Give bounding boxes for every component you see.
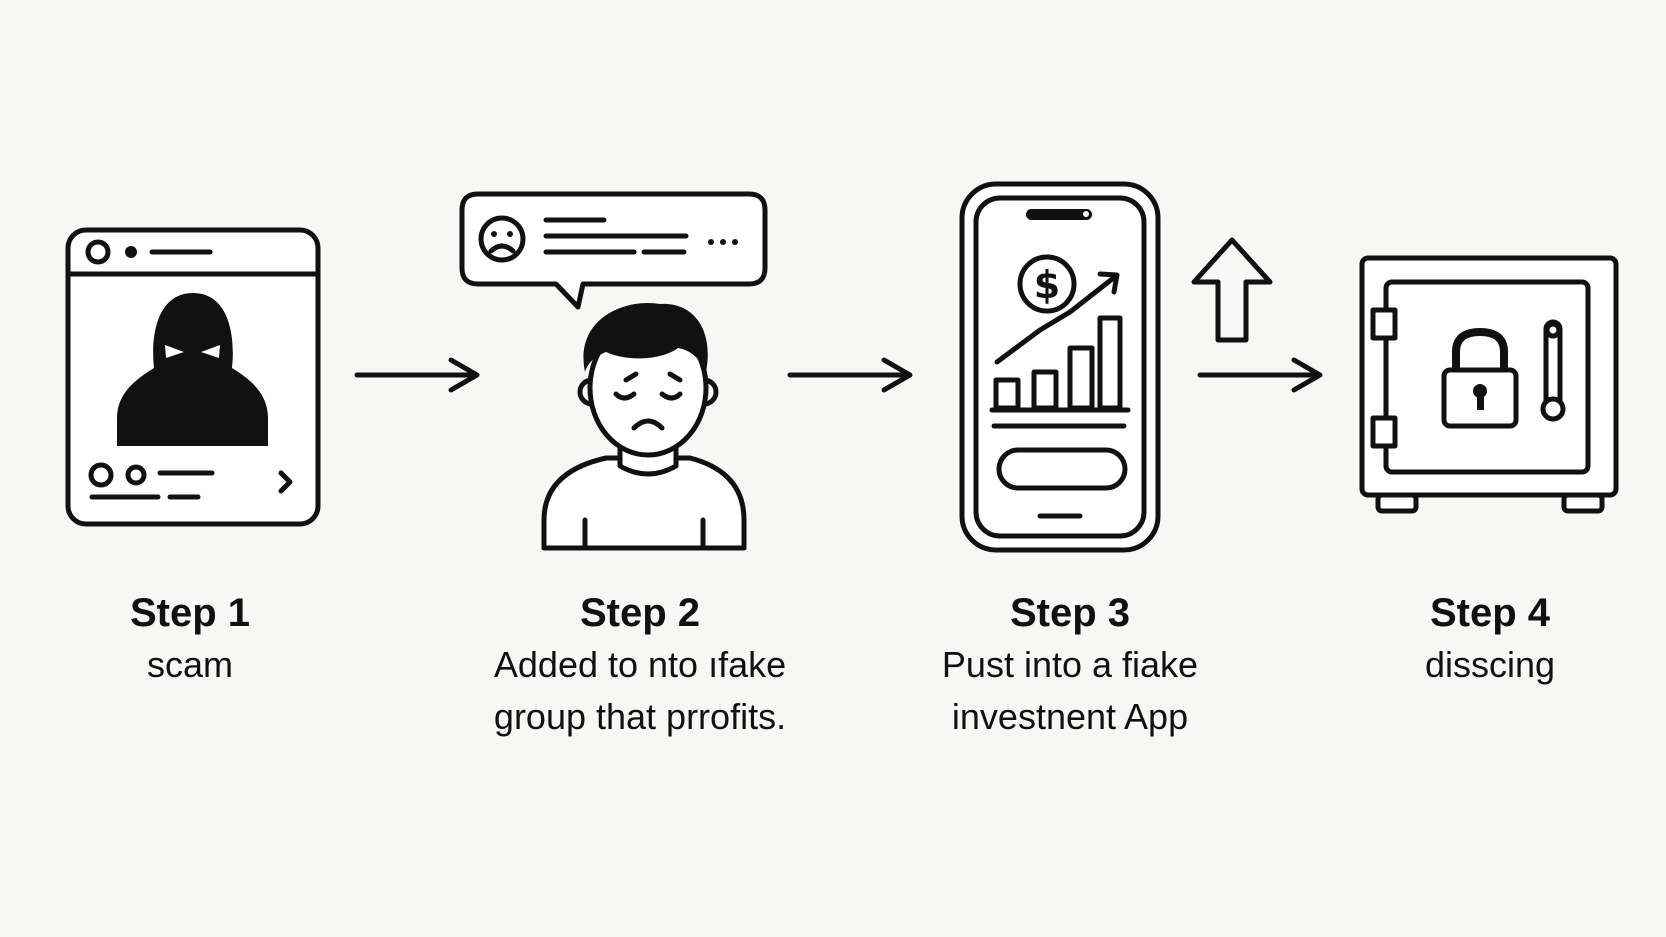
investment-app-phone-icon: $ — [959, 181, 1161, 553]
step-4-label: Step 4 disscing — [1340, 587, 1640, 691]
step-4-description: disscing — [1424, 644, 1556, 685]
step-1-title: Step 1 — [129, 591, 251, 635]
step-3-title: Step 3 — [1009, 591, 1131, 635]
hooded-scammer-profile-icon — [65, 227, 321, 527]
arrow-right-icon — [354, 357, 480, 393]
step-2-label: Step 2 Added to nto ıfake group that prr… — [440, 587, 840, 743]
step-2-description: Added to nto ıfake group that prrofits. — [493, 644, 787, 737]
arrow-right-icon — [787, 357, 913, 393]
arrow-up-icon — [1191, 237, 1273, 343]
step-3-label: Step 3 Pust into a fiake investnent App — [880, 587, 1260, 743]
locked-safe-icon — [1359, 255, 1619, 514]
sad-person-chat-icon — [459, 191, 768, 551]
svg-text:$: $ — [1034, 263, 1060, 307]
step-1-label: Step 1 scam — [40, 587, 340, 691]
step-3-description: Pust into a fiake investnent App — [941, 644, 1199, 737]
step-2-title: Step 2 — [579, 591, 701, 635]
step-1-description: scam — [146, 644, 233, 685]
arrow-right-icon — [1197, 357, 1323, 393]
step-4-title: Step 4 — [1429, 591, 1551, 635]
